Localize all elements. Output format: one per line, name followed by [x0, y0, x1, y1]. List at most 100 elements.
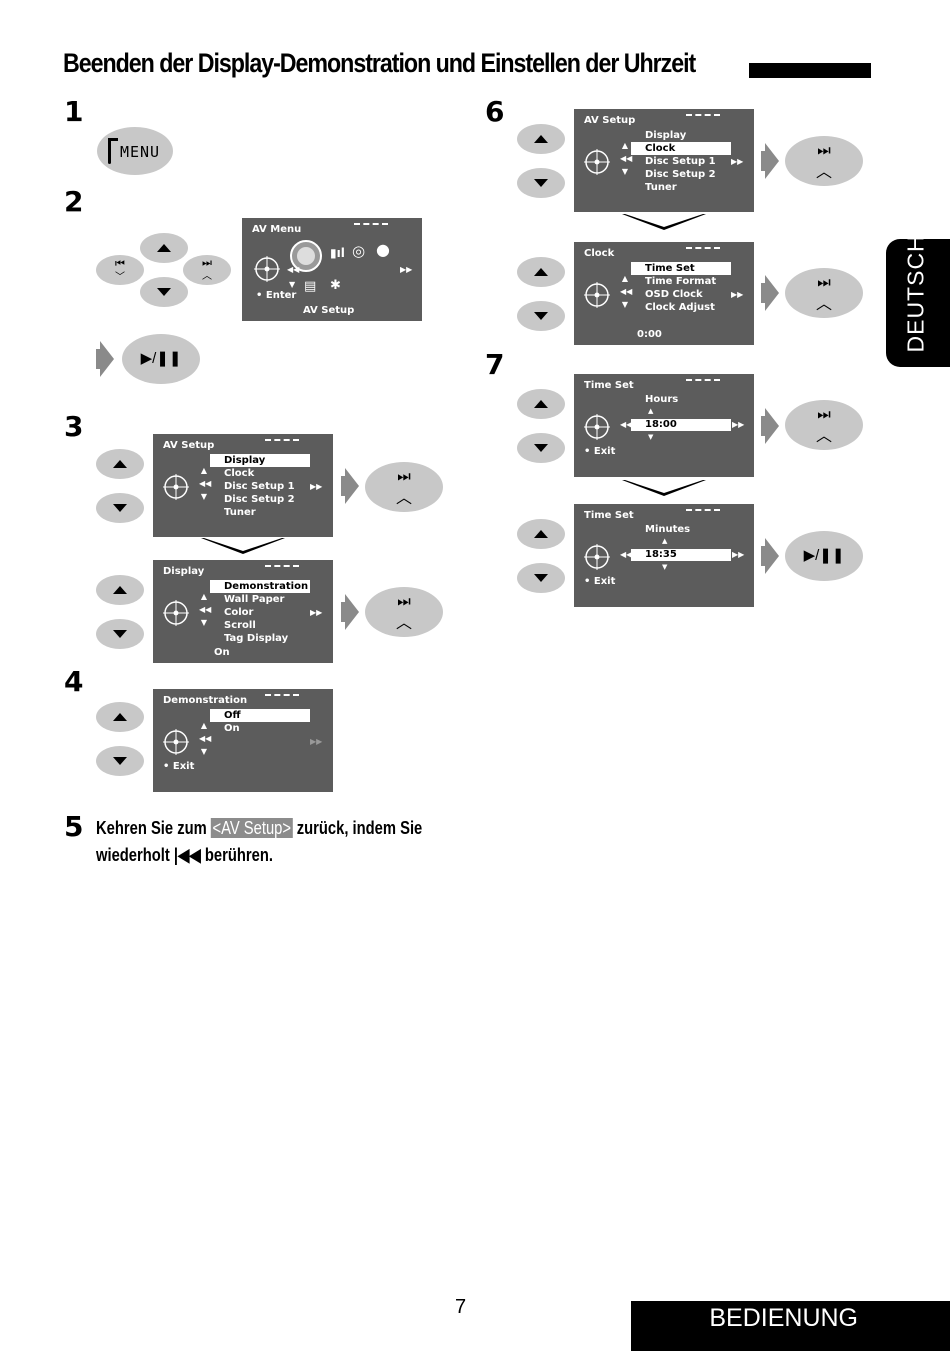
dial-icon: [163, 600, 189, 626]
down-button[interactable]: [517, 168, 565, 198]
down-button[interactable]: [517, 563, 565, 593]
screen-clock: Clock Time Set Time Format OSD Clock Clo…: [574, 242, 754, 345]
screen-title: Display: [163, 566, 205, 577]
up-button[interactable]: [517, 124, 565, 154]
fast-forward-icon: ▶▶: [400, 265, 413, 274]
menu-button[interactable]: MENU: [97, 127, 173, 175]
dial-icon: [163, 474, 189, 500]
menu-item[interactable]: Scroll: [224, 620, 256, 631]
screen-title: Clock: [584, 248, 615, 259]
next-button[interactable]: ⏭ ︿: [365, 587, 443, 637]
minutes-value[interactable]: 18:35: [631, 549, 731, 561]
menu-item[interactable]: Clock Adjust: [645, 302, 715, 313]
down-button[interactable]: [96, 493, 144, 523]
up-button[interactable]: [140, 233, 188, 263]
screen-demonstration: Demonstration Off On ▲◀◀▼ ▶▶ • Exit: [153, 689, 333, 792]
screen-title: AV Menu: [252, 224, 302, 235]
menu-item[interactable]: OSD Clock: [645, 289, 703, 300]
fast-forward-icon: ▶▶: [310, 482, 323, 491]
up-button[interactable]: [517, 257, 565, 287]
dashes-decoration: [354, 223, 388, 225]
speaker-icon: ◎: [352, 242, 366, 260]
bluetooth-icon: ✱: [330, 278, 341, 293]
up-button[interactable]: [96, 702, 144, 732]
clock-icon: ●: [376, 240, 390, 259]
menu-item[interactable]: Time Set: [631, 262, 731, 275]
menu-item[interactable]: Display: [645, 130, 687, 141]
screen-av-menu: AV Menu ▮ıl ◎ ● ◀◀ ▶▶ ▼ ▤ ✱ • Enter AV S…: [242, 218, 422, 321]
down-chevron-fill: [204, 538, 282, 551]
next-button[interactable]: ⏭ ︿: [785, 400, 863, 450]
title-bar-decoration: [749, 63, 871, 78]
arrow-stem: [341, 602, 347, 622]
down-button[interactable]: [517, 433, 565, 463]
down-button[interactable]: [96, 746, 144, 776]
down-button[interactable]: [96, 619, 144, 649]
next-arrow-icon: [765, 408, 779, 444]
chevron-up-icon: ︿: [395, 490, 412, 507]
dashes-decoration: [265, 565, 299, 567]
skip-forward-icon: ⏭: [397, 593, 411, 610]
next-button[interactable]: ⏭ ︿: [365, 462, 443, 512]
menu-item[interactable]: On: [224, 723, 240, 734]
fast-forward-icon: ▶▶: [731, 290, 744, 299]
dial-icon: [584, 544, 610, 570]
menu-item[interactable]: Tuner: [224, 507, 256, 518]
nav-arrows-icon: ▲◀◀▼: [620, 141, 633, 176]
fast-forward-icon: ▶▶: [732, 550, 745, 559]
next-arrow-icon: [345, 594, 359, 630]
up-button[interactable]: [96, 575, 144, 605]
menu-item[interactable]: Wall Paper: [224, 594, 285, 605]
next-button[interactable]: ⏭ ︿: [183, 255, 231, 285]
enter-label: • Enter: [256, 290, 297, 301]
arrow-stem: [761, 151, 767, 171]
chevron-up-icon: ︿: [815, 428, 832, 445]
fast-forward-icon: ▶▶: [310, 608, 323, 617]
menu-item[interactable]: Disc Setup 1: [224, 481, 295, 492]
menu-item[interactable]: Time Format: [645, 276, 717, 287]
chevron-up-icon: ︿: [202, 271, 212, 282]
field-label: Hours: [645, 394, 679, 405]
up-button[interactable]: [517, 389, 565, 419]
hours-value[interactable]: 18:00: [631, 419, 731, 431]
menu-item[interactable]: Display: [210, 454, 310, 467]
previous-button[interactable]: ⏮ ﹀: [96, 255, 144, 285]
menu-item[interactable]: Demonstration: [210, 580, 310, 593]
step-number-5: 5: [64, 810, 84, 843]
menu-item[interactable]: Off: [210, 709, 310, 722]
play-pause-icon: ▶/❚❚: [140, 350, 182, 367]
menu-item[interactable]: Disc Setup 1: [645, 156, 716, 167]
next-arrow-icon: [765, 538, 779, 574]
dashes-decoration: [686, 247, 720, 249]
skip-forward-icon: ⏭: [202, 257, 212, 269]
step-number-6: 6: [485, 95, 505, 128]
menu-item[interactable]: Clock: [224, 468, 255, 479]
play-pause-button[interactable]: ▶/❚❚: [785, 531, 863, 581]
next-button[interactable]: ⏭ ︿: [785, 268, 863, 318]
menu-item[interactable]: Disc Setup 2: [224, 494, 295, 505]
screen-title: AV Setup: [163, 440, 215, 451]
dashes-decoration: [265, 439, 299, 441]
menu-item[interactable]: Clock: [631, 142, 731, 155]
menu-item[interactable]: Disc Setup 2: [645, 169, 716, 180]
play-pause-button[interactable]: ▶/❚❚: [122, 334, 200, 384]
dashes-decoration: [686, 379, 720, 381]
menu-item[interactable]: Tag Display: [224, 633, 289, 644]
menu-item[interactable]: Color: [224, 607, 254, 618]
skip-forward-icon: ⏭: [817, 406, 831, 423]
screen-time-set-minutes: Time Set Minutes ▲ 18:35 ▼ ◀◀ ▶▶ • Exit: [574, 504, 754, 607]
next-arrow-icon: [100, 341, 114, 377]
menu-item[interactable]: Tuner: [645, 182, 677, 193]
field-label: Minutes: [645, 524, 691, 535]
up-button[interactable]: [96, 449, 144, 479]
up-button[interactable]: [517, 519, 565, 549]
screen-caption: AV Setup: [303, 305, 355, 316]
screen-av-setup-clock: AV Setup Display Clock Disc Setup 1 Disc…: [574, 109, 754, 212]
dial-icon: [254, 256, 280, 282]
dial-icon: [163, 729, 189, 755]
down-chevron-fill: [625, 480, 703, 493]
next-button[interactable]: ⏭ ︿: [785, 136, 863, 186]
arrow-stem: [761, 546, 767, 566]
down-button[interactable]: [140, 277, 188, 307]
down-button[interactable]: [517, 301, 565, 331]
